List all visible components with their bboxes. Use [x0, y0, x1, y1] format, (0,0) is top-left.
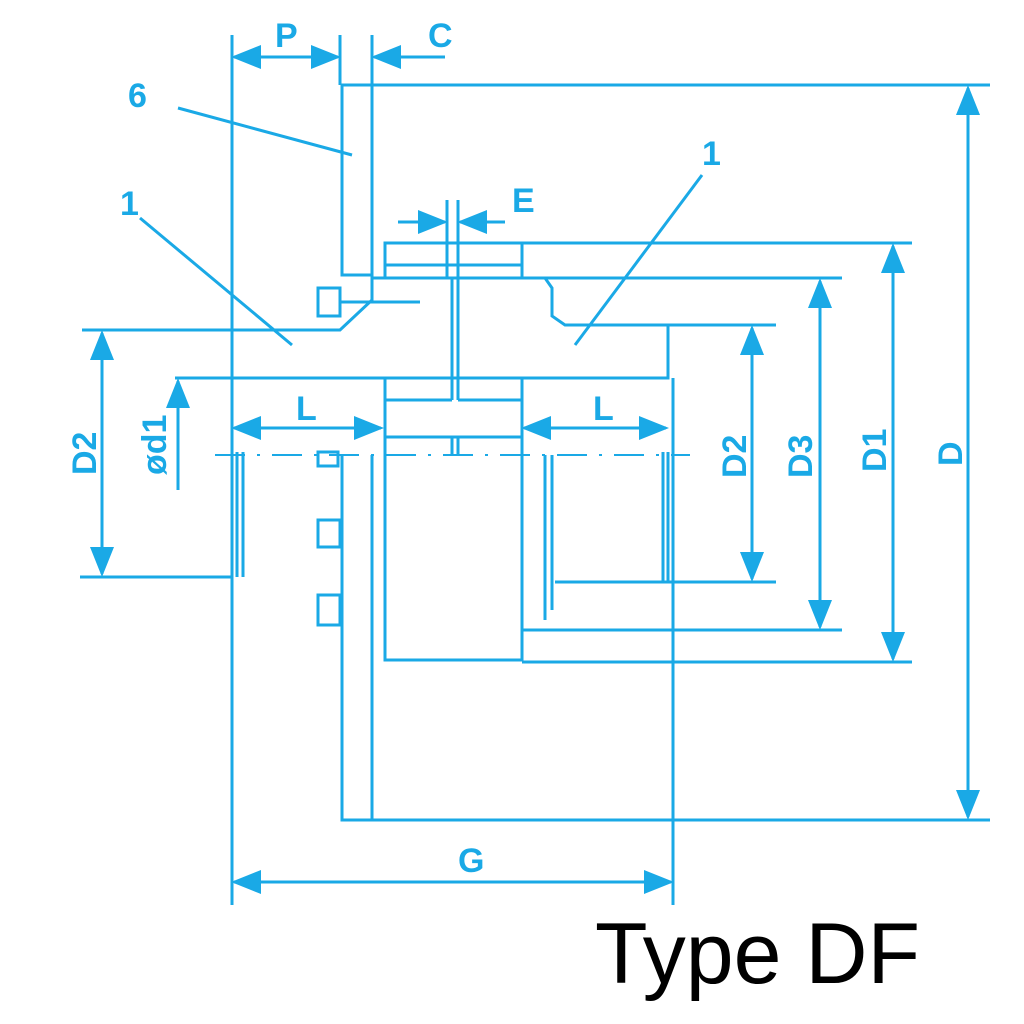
extension-lines — [80, 35, 990, 905]
label-d3: D3 — [782, 435, 820, 478]
leader-lines — [139, 106, 704, 347]
dimension-arrows — [90, 45, 980, 894]
drawing-title: Type DF — [595, 906, 920, 1002]
label-p: P — [275, 17, 298, 55]
label-g: G — [458, 842, 484, 880]
label-part-1-left: 1 — [120, 185, 139, 223]
bolt-icon — [316, 593, 342, 627]
flange-part-6 — [340, 83, 374, 822]
bolts — [316, 286, 420, 627]
bolt-icon — [316, 286, 342, 318]
label-d: D — [932, 441, 970, 466]
center-body — [215, 376, 690, 662]
label-part-6: 6 — [128, 77, 147, 115]
label-d1: D1 — [856, 429, 894, 472]
label-d1-bore: ød1 — [136, 415, 174, 475]
label-d2-right: D2 — [716, 435, 754, 478]
label-part-1-right: 1 — [702, 135, 721, 173]
bolt-icon — [316, 518, 342, 549]
label-l-right: L — [593, 390, 614, 428]
sleeve-ring — [383, 241, 524, 280]
label-e: E — [512, 182, 535, 220]
label-c: C — [428, 17, 453, 55]
bolt-icon — [316, 450, 340, 468]
hub-right — [456, 276, 670, 380]
label-d2-left: D2 — [66, 432, 104, 475]
label-l-left: L — [296, 390, 317, 428]
hub-left — [230, 276, 454, 380]
